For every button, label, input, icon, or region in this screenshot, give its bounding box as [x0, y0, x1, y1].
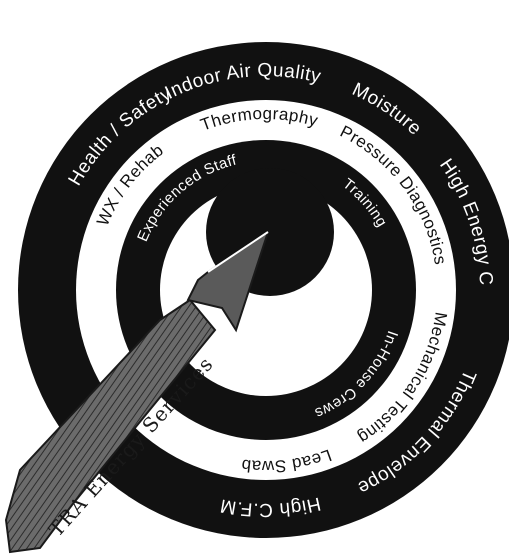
energy-target-diagram: Health / Safety Indoor Air Quality Moist…: [0, 0, 509, 560]
